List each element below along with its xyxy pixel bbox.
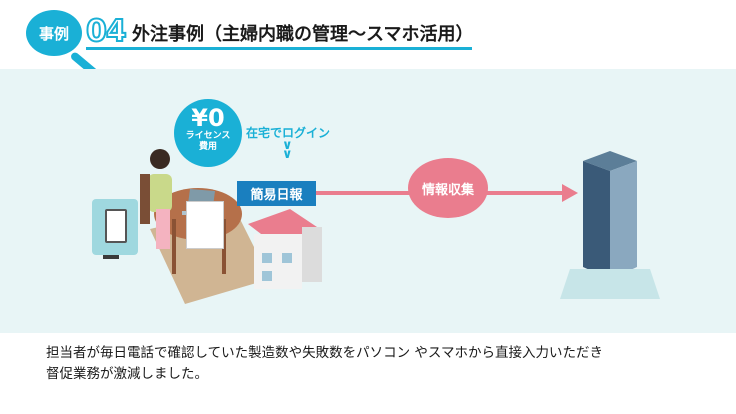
case-number: 04 bbox=[85, 13, 128, 50]
description-line-2: 督促業務が激減しました。 bbox=[46, 366, 208, 382]
info-collection-badge: 情報収集 bbox=[408, 158, 488, 218]
case-title: 外注事例（主婦内職の管理〜スマホ活用） bbox=[132, 24, 474, 45]
chair bbox=[140, 174, 150, 224]
daily-report-label: 簡易日報 bbox=[237, 181, 316, 206]
arrow-right-icon bbox=[562, 184, 578, 202]
case-badge: 事例 bbox=[26, 10, 82, 56]
price-amount: ¥0 bbox=[191, 104, 225, 132]
price-label-2: 費用 bbox=[198, 142, 217, 152]
title-underline bbox=[86, 47, 472, 50]
login-label: 在宅でログイン bbox=[246, 126, 331, 140]
wall-monitor bbox=[186, 201, 224, 249]
house bbox=[254, 234, 302, 289]
price-label-1: ライセンス bbox=[185, 131, 231, 141]
price-badge: ¥0 ライセンス 費用 bbox=[174, 99, 242, 167]
case-badge-label: 事例 bbox=[38, 24, 69, 43]
illustration-panel bbox=[0, 69, 736, 333]
person bbox=[148, 174, 172, 212]
description-line-1: 担当者が毎日電話で確認していた製造数や失敗数をパソコン やスマホから直接入力いた… bbox=[46, 345, 603, 361]
tablet-screen bbox=[105, 209, 127, 243]
case-description: 担当者が毎日電話で確認していた製造数や失敗数をパソコン やスマホから直接入力いた… bbox=[46, 343, 706, 385]
chevron-down-icon: ∨∨ bbox=[282, 138, 293, 162]
case-header: 事例 04 外注事例（主婦内職の管理〜スマホ活用） bbox=[0, 0, 736, 81]
